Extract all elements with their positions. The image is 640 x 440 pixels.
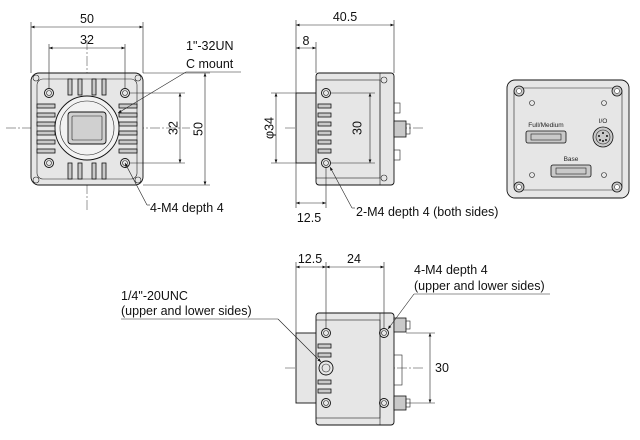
- side-rear-connector: [393, 120, 407, 138]
- bottom-dim-front-offset: 12.5: [298, 252, 322, 266]
- rear-connector-top-label: Full/Medium: [528, 122, 563, 129]
- bottom-dim-hole-spacing: 24: [347, 252, 361, 266]
- rear-io-label: I/O: [599, 118, 608, 125]
- bottom-m4-holes: [321, 328, 389, 408]
- bottom-callout-tripod-line2: (upper and lower sides): [121, 304, 252, 318]
- bottom-body-outline: [315, 312, 395, 426]
- bottom-lens-mount: [295, 332, 317, 404]
- front-m4-holes: [32, 74, 142, 184]
- side-dim-length-overall: 40.5: [333, 10, 357, 24]
- side-dim-flange: 8: [303, 34, 310, 48]
- rear-body-outline: [506, 79, 630, 199]
- bottom-fins: [317, 343, 332, 394]
- side-dim-holes-vertical: 30: [350, 121, 364, 135]
- rear-connector-bottom-label: Base: [564, 156, 579, 163]
- sensor-window: [67, 111, 107, 145]
- front-dim-height-holes: 32: [166, 121, 180, 135]
- front-dim-width-holes: 32: [80, 33, 94, 47]
- side-m4-holes: [321, 76, 388, 182]
- bottom-callout-holes-line1: 4-M4 depth 4: [414, 263, 488, 277]
- side-fins: [317, 103, 332, 154]
- front-callout-holes: 4-M4 depth 4: [150, 201, 224, 215]
- bottom-dim-holes-vertical: 30: [435, 361, 449, 375]
- rear-view: Full/Medium Base I/O: [506, 79, 630, 199]
- front-fins-top: [67, 78, 107, 96]
- bottom-view: 12.5 24 30 1/4"-20UNC (upper and lower s…: [121, 252, 550, 426]
- side-lens-mount: [295, 92, 317, 164]
- bottom-callout-holes-line2: (upper and lower sides): [414, 279, 545, 293]
- front-fins-right: [118, 103, 138, 154]
- side-dim-front-offset: 12.5: [297, 211, 321, 225]
- side-dim-diameter: φ34: [262, 117, 276, 139]
- front-dim-width-overall: 50: [80, 12, 94, 26]
- front-view: 50 32 32 50 1"-32UN C mount 4-M4 depth 4: [6, 12, 241, 215]
- front-fins-bottom: [67, 162, 107, 180]
- rear-connector-base: [550, 164, 592, 178]
- front-callout-thread-line2: C mount: [186, 57, 234, 71]
- front-dim-height-overall: 50: [191, 122, 205, 136]
- bottom-tripod-hole: [318, 360, 334, 376]
- side-view: 40.5 8 φ34 30 12.5 2-M4 depth 4 (both si…: [262, 10, 498, 225]
- bottom-callout-tripod-line1: 1/4"-20UNC: [121, 289, 188, 303]
- rear-corner-holes: [513, 85, 623, 193]
- side-callout-holes: 2-M4 depth 4 (both sides): [356, 205, 498, 219]
- front-callout-thread-line1: 1"-32UN: [186, 39, 234, 53]
- rear-connector-full-medium: [525, 130, 567, 144]
